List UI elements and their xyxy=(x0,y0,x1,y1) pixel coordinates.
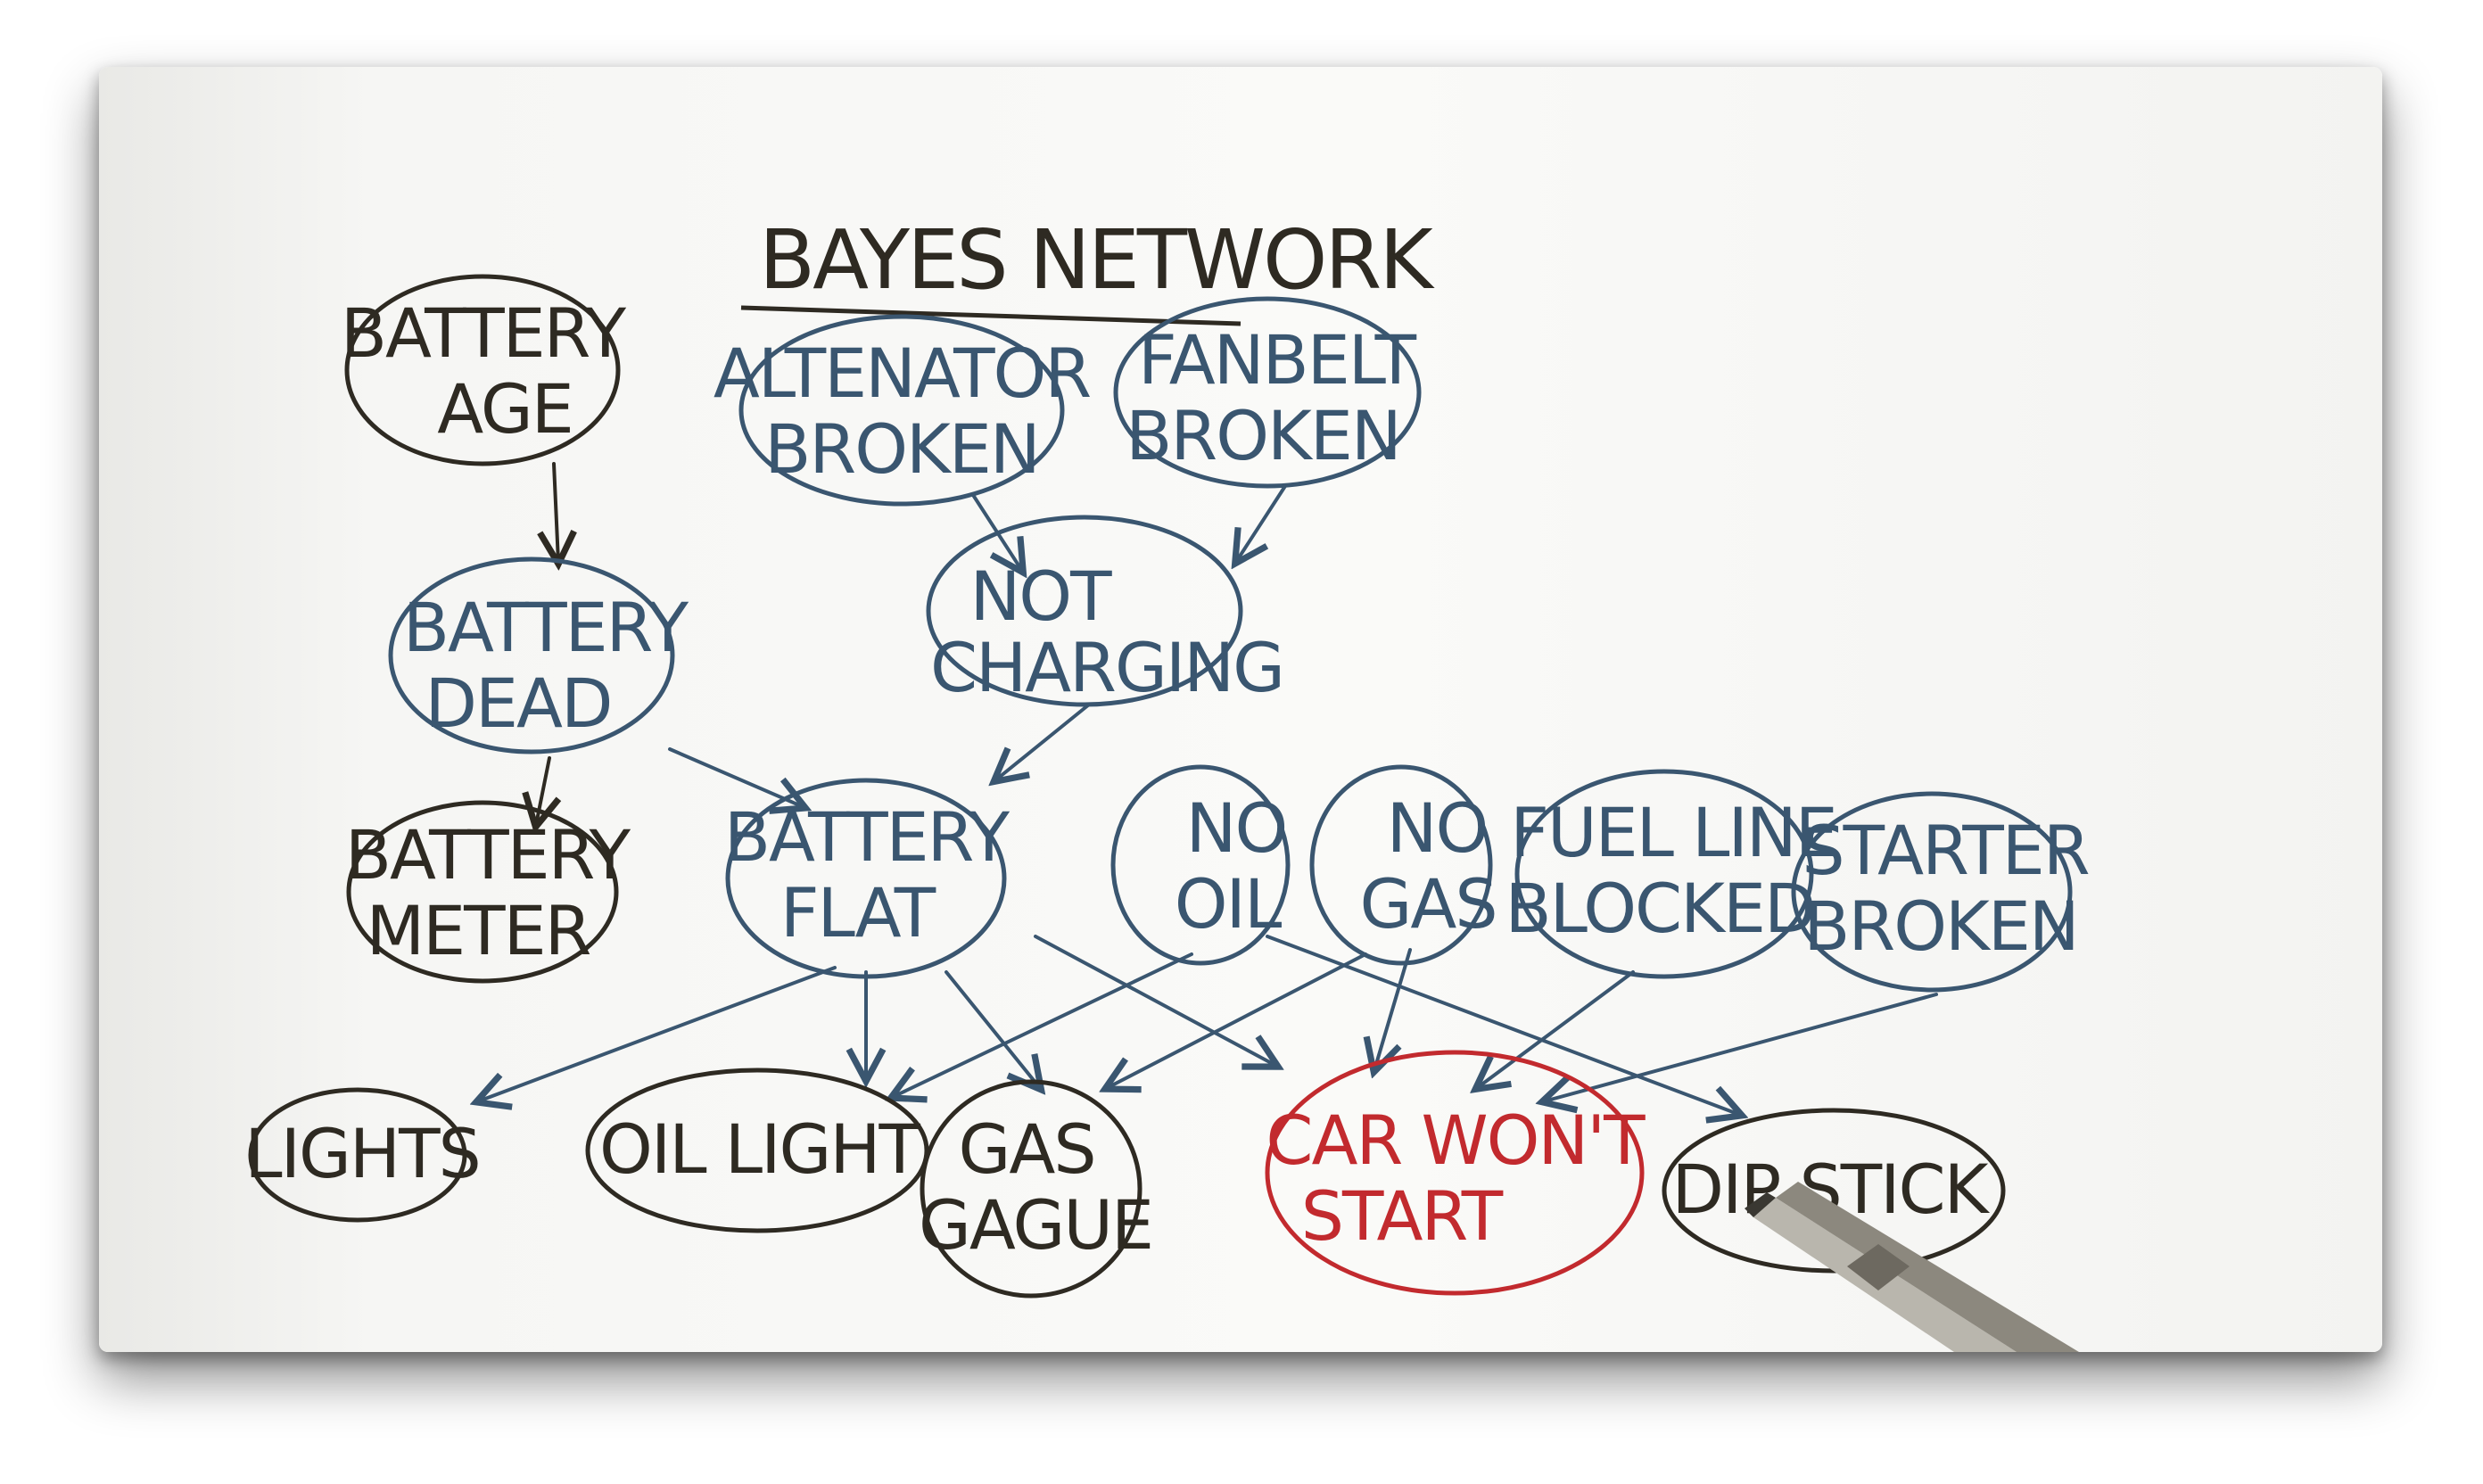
label-gas-gauge-2: GAGUE xyxy=(919,1185,1152,1265)
node-battery-dead xyxy=(388,556,675,754)
label-no-gas-1: NO xyxy=(1387,788,1488,868)
label-battery-dead-1: BATTERY xyxy=(403,588,689,667)
node-oil-light xyxy=(585,1068,929,1233)
node-battery-flat xyxy=(725,778,1007,979)
node-lights xyxy=(248,1087,467,1223)
edge-fanbelt-to-not-charging xyxy=(1236,484,1287,562)
edge-battery-flat-to-car-wont-start xyxy=(1034,935,1276,1066)
edge-battery-flat-to-gas-gauge xyxy=(945,970,1040,1088)
label-fuel-line-1: FUEL LINE xyxy=(1510,793,1836,872)
node-starter-broken xyxy=(1791,791,2073,993)
edge-no-oil-to-oil-light xyxy=(893,952,1193,1097)
node-fuel-line-blocked xyxy=(1514,769,1814,979)
node-not-charging xyxy=(926,515,1243,707)
node-gas-gauge xyxy=(920,1079,1143,1298)
label-no-oil-1: NO xyxy=(1186,788,1287,868)
edge-fuel-line-to-car-wont-start xyxy=(1477,970,1635,1088)
label-gas-gauge-1: GAS xyxy=(958,1109,1094,1189)
edge-battery-dead-to-battery-meter xyxy=(536,756,549,825)
nodes xyxy=(248,274,2073,1298)
label-battery-dead-2: DEAD xyxy=(425,664,611,743)
bayes-network-diagram: BAYES NETWORK xyxy=(244,212,2091,1352)
label-battery-meter-2: METER xyxy=(367,891,590,970)
label-fanbelt-2: BROKEN xyxy=(1126,396,1399,475)
edges xyxy=(478,462,1938,1115)
label-starter-2: BROKEN xyxy=(1803,886,2077,966)
label-battery-meter-1: BATTERY xyxy=(345,815,631,895)
label-car-wont-start-1: CAR WON'T xyxy=(1266,1101,1646,1180)
label-alternator-2: BROKEN xyxy=(764,409,1038,489)
label-battery-age-1: BATTERY xyxy=(341,293,627,373)
label-not-charging-1: NOT xyxy=(969,556,1112,636)
node-car-wont-start xyxy=(1265,1050,1645,1296)
label-battery-age-2: AGE xyxy=(437,369,573,449)
label-not-charging-2: CHARGING xyxy=(930,628,1283,707)
edge-not-charging-to-battery-flat xyxy=(995,703,1091,780)
label-battery-flat-1: BATTERY xyxy=(724,797,1011,877)
label-fanbelt-1: FANBELT xyxy=(1138,320,1417,400)
node-no-gas xyxy=(1309,764,1493,966)
edge-starter-to-car-wont-start xyxy=(1544,993,1938,1101)
edge-no-oil-to-dip-stick xyxy=(1266,935,1740,1115)
label-fuel-line-2: BLOCKED xyxy=(1505,869,1814,948)
label-no-gas-2: GAS xyxy=(1359,864,1496,944)
label-starter-1: STARTER xyxy=(1802,811,2088,890)
label-oil-light: OIL LIGHT xyxy=(599,1109,921,1189)
node-battery-meter xyxy=(346,800,619,984)
node-battery-age xyxy=(344,274,621,466)
edge-battery-flat-to-lights xyxy=(478,966,837,1101)
edge-battery-dead-to-battery-flat xyxy=(668,747,804,807)
edge-no-gas-to-gas-gauge xyxy=(1107,952,1367,1088)
whiteboard-paper: BAYES NETWORK xyxy=(99,67,2382,1352)
label-car-wont-start-2: START xyxy=(1301,1176,1504,1256)
edge-battery-age-to-battery-dead xyxy=(554,462,558,562)
pen-icon xyxy=(1745,1182,2079,1352)
node-fanbelt-broken xyxy=(1113,296,1422,489)
node-alternator-broken xyxy=(738,314,1065,507)
label-lights: LIGHTS xyxy=(244,1114,479,1193)
node-no-oil xyxy=(1110,764,1291,966)
label-no-oil-2: OIL xyxy=(1175,864,1282,944)
label-battery-flat-2: FLAT xyxy=(780,873,936,952)
node-labels: BATTERY AGE ALTENATOR BROKEN FANBELT BRO… xyxy=(244,293,2091,1265)
diagram-title: BAYES NETWORK xyxy=(759,212,1435,308)
edge-no-gas-to-car-wont-start xyxy=(1374,948,1412,1070)
label-alternator-1: ALTENATOR xyxy=(714,334,1090,413)
